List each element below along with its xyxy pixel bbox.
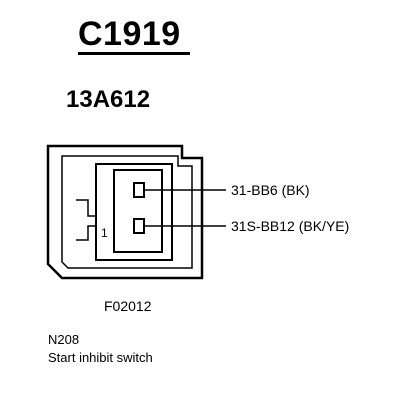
pin-cavity-outer bbox=[95, 163, 173, 261]
terminal-2 bbox=[133, 218, 145, 234]
connector-code: C1919 bbox=[78, 15, 181, 53]
component-name: Start inhibit switch bbox=[48, 350, 153, 365]
connector-code-underline bbox=[78, 52, 190, 55]
figure-id: F02012 bbox=[104, 298, 152, 314]
terminal-1 bbox=[133, 182, 145, 198]
connector-inner-housing bbox=[61, 155, 193, 269]
component-code: N208 bbox=[48, 332, 80, 347]
pin-number: 1 bbox=[101, 226, 108, 240]
part-number: 13A612 bbox=[66, 86, 151, 113]
pin-cavity-inner bbox=[113, 169, 163, 253]
pin-label-1: 31-BB6 (BK) bbox=[231, 182, 310, 198]
pin-label-2: 31S-BB12 (BK/YE) bbox=[231, 218, 350, 234]
connector-latch bbox=[76, 199, 97, 241]
connector-housing bbox=[46, 144, 204, 280]
